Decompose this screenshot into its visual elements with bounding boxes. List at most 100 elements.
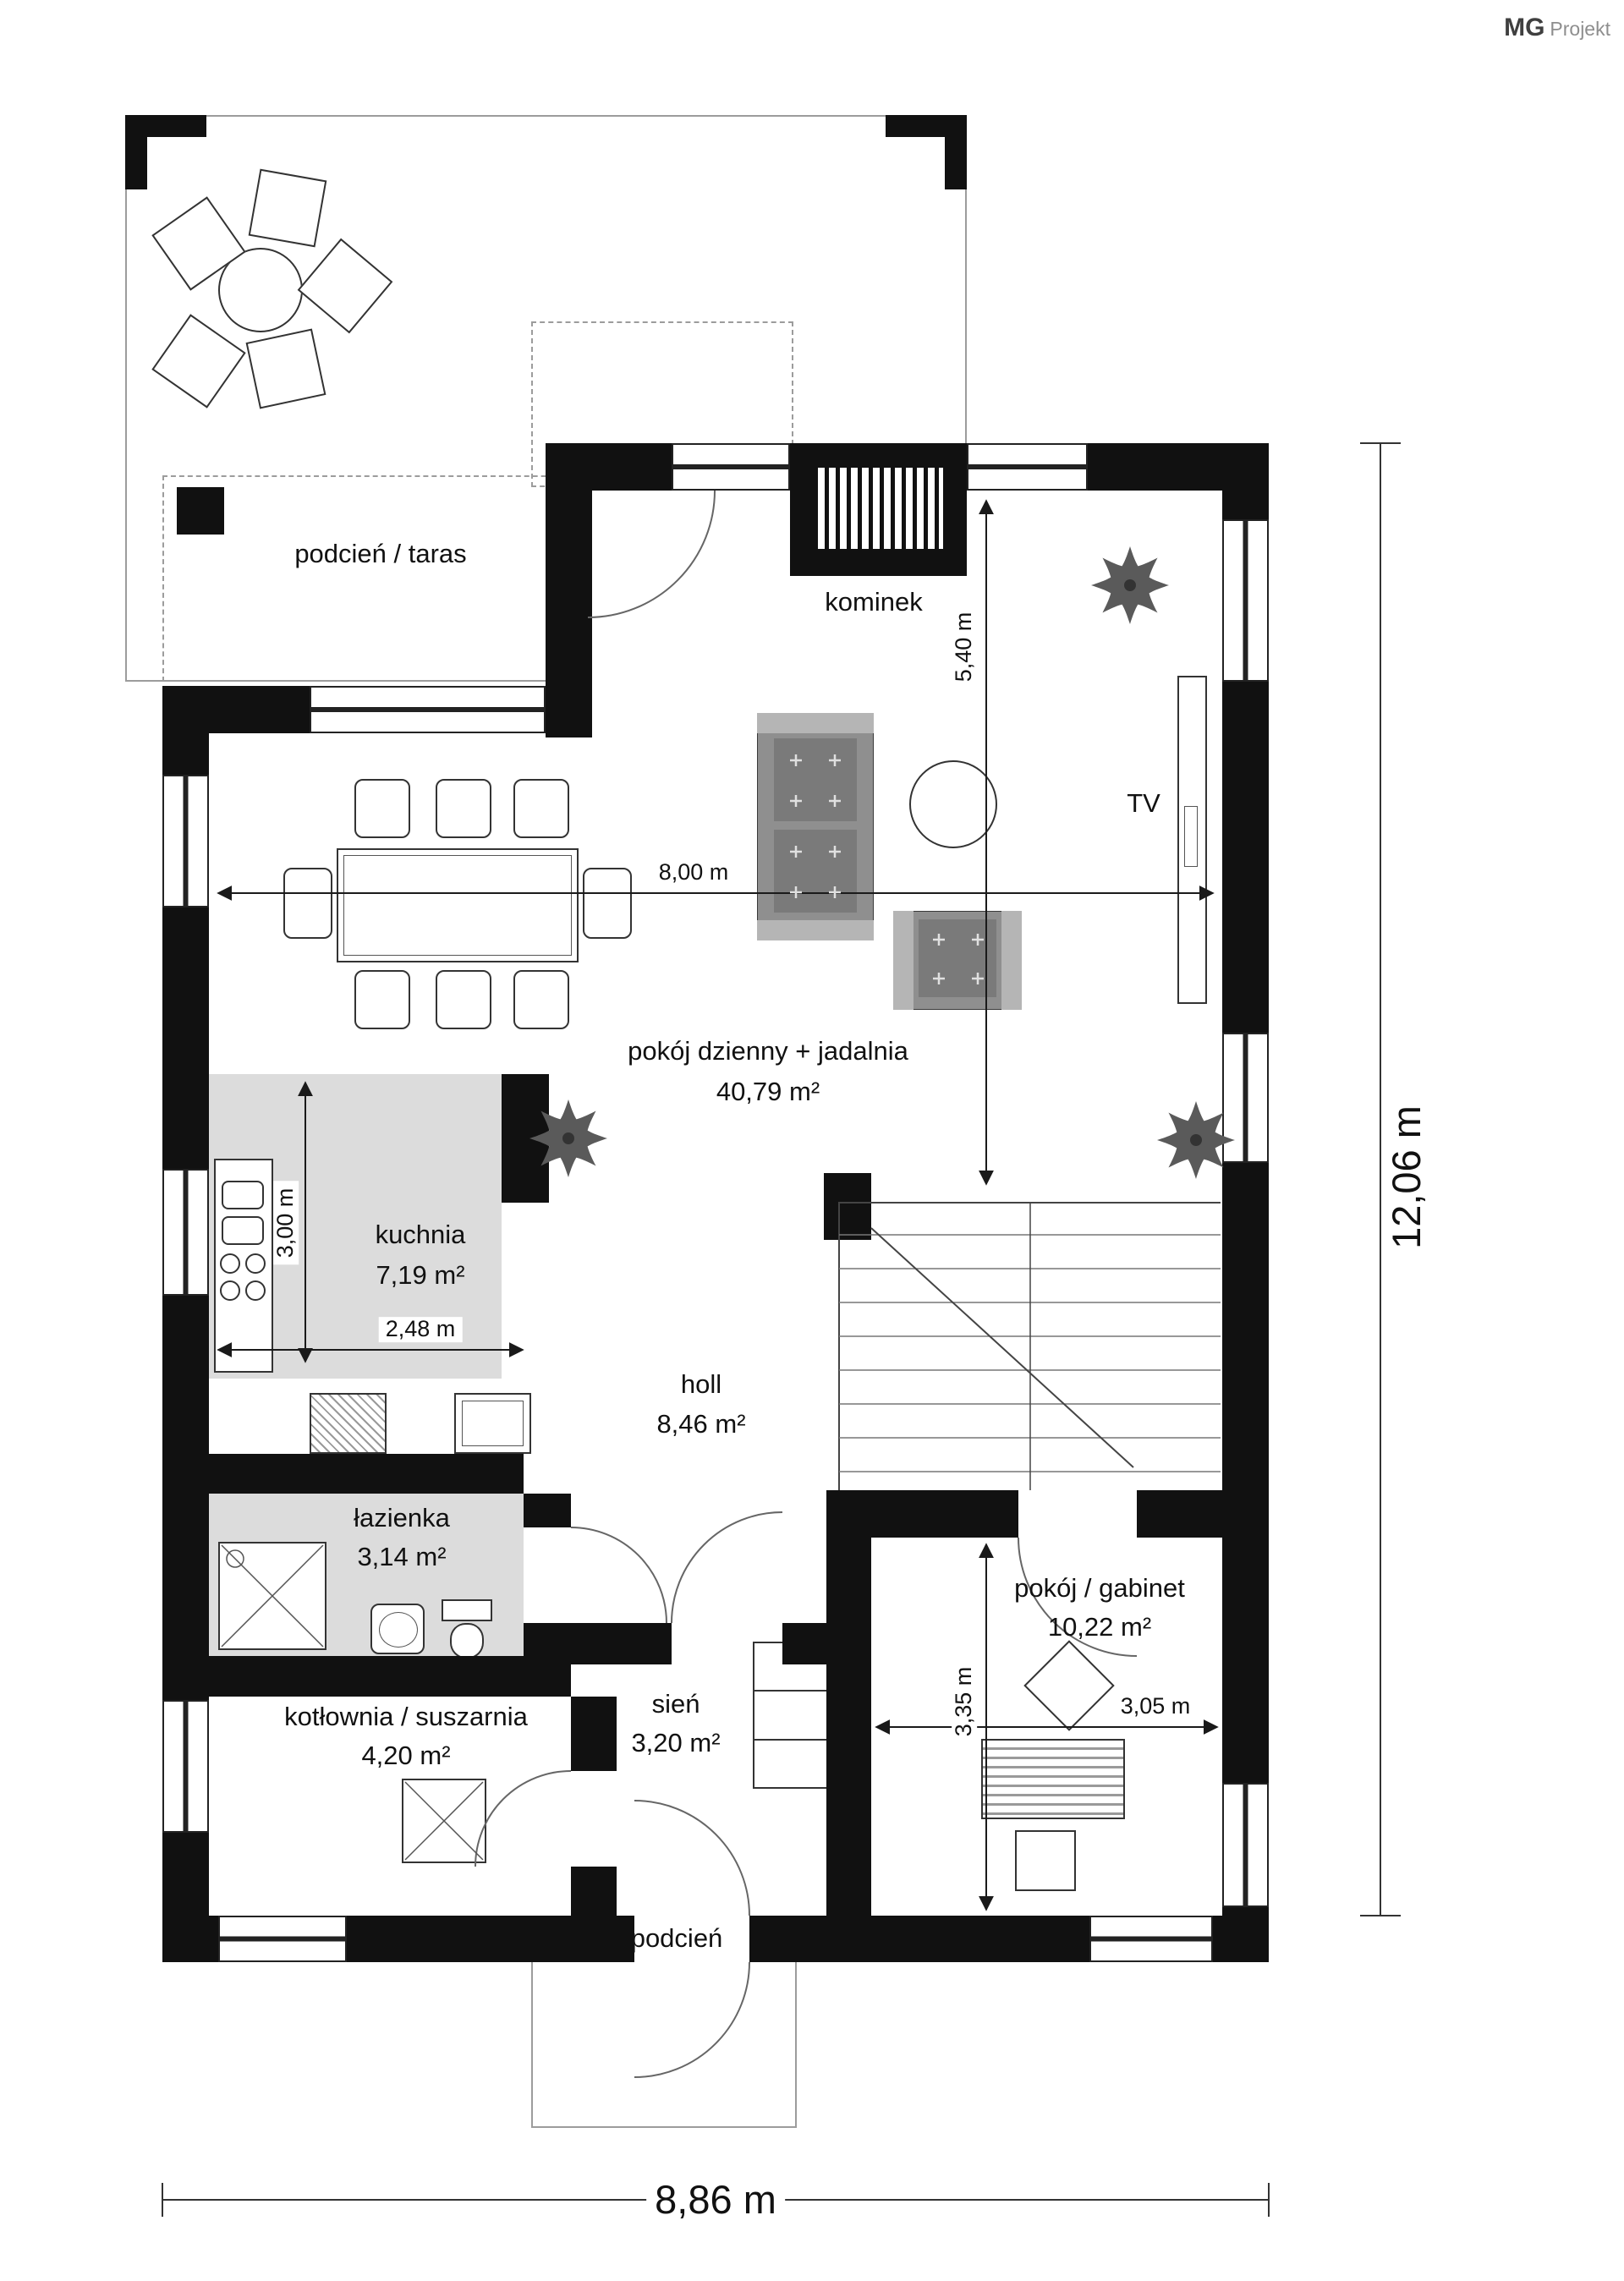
wall-segment xyxy=(125,115,147,189)
fireplace-icon xyxy=(816,466,945,551)
window xyxy=(162,1169,209,1296)
dishwasher-front xyxy=(462,1401,524,1446)
bathroom-label: łazienka xyxy=(354,1502,450,1533)
plant-icon xyxy=(529,1099,607,1177)
toilet-tank xyxy=(442,1599,492,1621)
tv-cabinet xyxy=(1177,676,1207,1004)
boiler-room-area: 4,20 m² xyxy=(361,1740,451,1770)
dining-table xyxy=(337,848,579,962)
stove-burner xyxy=(220,1280,240,1301)
wall-segment xyxy=(162,1656,571,1697)
kitchen-counter xyxy=(310,1393,387,1454)
hall-label: holl xyxy=(680,1368,722,1399)
brand-logo-bold: MG xyxy=(1504,14,1545,41)
office-label: pokój / gabinet xyxy=(1014,1572,1185,1603)
terrace-table xyxy=(218,248,303,332)
stove-burner xyxy=(220,1253,240,1274)
bathroom-area: 3,14 m² xyxy=(357,1541,447,1571)
plant-icon xyxy=(1157,1101,1235,1179)
window xyxy=(672,443,790,491)
window xyxy=(162,1700,209,1833)
fixture-details xyxy=(221,1544,484,1861)
wall-segment xyxy=(571,1697,617,1771)
dining-table-top xyxy=(343,855,572,956)
tv-label: TV xyxy=(1127,787,1160,818)
wall-segment xyxy=(571,1623,672,1664)
wall-segment xyxy=(871,1490,1018,1538)
dining-chair xyxy=(436,779,491,838)
living-room-label: pokój dzienny + jadalnia xyxy=(628,1035,908,1066)
fireplace-label: kominek xyxy=(825,586,923,617)
wall-segment xyxy=(782,1623,826,1664)
boiler-room-label: kotłownia / suszarnia xyxy=(284,1701,528,1731)
wardrobe-divider xyxy=(753,1690,830,1692)
armchair-arm xyxy=(1001,911,1022,1010)
toilet-bowl xyxy=(450,1623,484,1659)
window xyxy=(162,775,209,907)
armchair-arm xyxy=(893,911,914,1010)
dining-chair xyxy=(354,970,410,1029)
dining-chair xyxy=(583,868,632,939)
washbasin xyxy=(370,1604,425,1654)
dimension-total-width: 8,86 m xyxy=(646,2178,785,2222)
tv-set xyxy=(1184,806,1198,867)
dimension-lines xyxy=(217,499,1219,1911)
sofa-cushion xyxy=(774,738,857,821)
window xyxy=(1222,1783,1269,1907)
wall-segment xyxy=(824,1173,871,1240)
dimension-living-width: 8,00 m xyxy=(651,859,736,886)
porch-outline xyxy=(531,1962,797,2128)
dimension-living-height: 5,40 m xyxy=(951,605,977,689)
brand-logo-light: Projekt xyxy=(1550,18,1610,40)
window xyxy=(967,443,1088,491)
dimension-total-height: 12,06 m xyxy=(1384,1097,1429,1258)
window xyxy=(218,1916,347,1962)
window xyxy=(1222,519,1269,682)
wall-segment xyxy=(945,115,967,189)
wall-segment xyxy=(162,1454,524,1494)
dimension-kitchen-width: 2,48 m xyxy=(378,1316,463,1342)
wall-segment xyxy=(1222,443,1269,1962)
stove-burner xyxy=(245,1280,266,1301)
wall-segment xyxy=(571,1867,617,1916)
kitchen-sink xyxy=(222,1216,264,1245)
terrace-column xyxy=(177,487,224,535)
kitchen-label: kuchnia xyxy=(375,1219,466,1249)
sofa-arm xyxy=(757,920,874,940)
office-area: 10,22 m² xyxy=(1047,1611,1152,1642)
washbasin-bowl xyxy=(379,1612,418,1648)
dimension-office-height: 3,35 m xyxy=(951,1659,977,1744)
side-table xyxy=(1015,1830,1076,1891)
window xyxy=(310,686,546,733)
dining-chair xyxy=(513,970,569,1029)
wall-segment xyxy=(826,1490,871,1916)
dining-chair xyxy=(513,779,569,838)
living-room-area: 40,79 m² xyxy=(716,1076,820,1106)
hall-area: 8,46 m² xyxy=(656,1408,746,1439)
wardrobe-divider xyxy=(753,1739,830,1741)
wall-segment xyxy=(1137,1490,1222,1538)
dining-chair xyxy=(436,970,491,1029)
dining-chair xyxy=(354,779,410,838)
sofa-arm xyxy=(757,713,874,733)
upholstery-marks xyxy=(790,754,984,984)
porch-label: podcień xyxy=(630,1922,723,1953)
stove-burner xyxy=(245,1253,266,1274)
window xyxy=(1089,1916,1213,1962)
kitchen-sink xyxy=(222,1181,264,1209)
wall-segment xyxy=(162,686,310,733)
stairs xyxy=(838,1202,1221,1490)
terrace-label: podcień / taras xyxy=(294,538,467,568)
kitchen-area: 7,19 m² xyxy=(376,1259,465,1290)
dining-chair xyxy=(283,868,332,939)
door-arcs xyxy=(475,490,1138,2078)
plant-icon xyxy=(1091,546,1169,624)
overall-dimension-lines xyxy=(162,442,1401,2217)
front-door-opening xyxy=(634,1916,749,1962)
wall-segment xyxy=(524,1494,571,1527)
vestibule-label: sień xyxy=(651,1688,700,1719)
wall-segment xyxy=(546,443,592,737)
